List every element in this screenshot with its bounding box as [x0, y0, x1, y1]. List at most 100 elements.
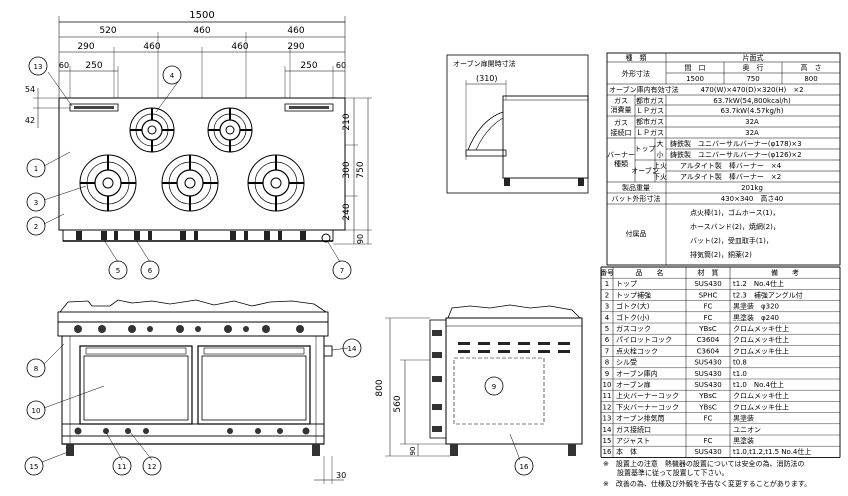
parts-row-no: 9	[605, 370, 609, 378]
dim-240: 240	[342, 203, 352, 220]
parts-row-note: t1.0	[733, 370, 747, 378]
callouts: 13 4 1 3 2 5 6 7 8 14 10 11 12 15 9 16	[24, 56, 534, 476]
callout-15: 15	[24, 456, 44, 476]
parts-row-note: t1.0 No.4仕上	[733, 380, 784, 389]
svg-text:800: 800	[804, 75, 817, 83]
parts-row-no: 3	[605, 303, 609, 311]
parts-row-note: ユニオン	[733, 426, 761, 434]
svg-text:付属品: 付属品	[626, 229, 647, 238]
svg-text:片面式: 片面式	[743, 53, 764, 62]
svg-text:トップ: トップ	[635, 145, 656, 153]
parts-row-note: 黒塗装 φ320	[733, 302, 779, 311]
parts-row-material: SUS430	[694, 280, 721, 288]
callout-1: 1	[26, 158, 46, 178]
parts-row-name: パイロットコック	[616, 336, 672, 344]
parts-row-no: 15	[603, 437, 612, 445]
parts-row-material: FC	[704, 415, 713, 423]
svg-text:15: 15	[30, 463, 39, 471]
callout-10: 10	[26, 400, 46, 420]
parts-row-material: SUS430	[694, 448, 721, 456]
large-burner-center	[161, 154, 219, 212]
dim-750: 750	[356, 161, 366, 178]
svg-text:4: 4	[170, 72, 175, 80]
parts-row-name: ガスコック	[616, 324, 651, 333]
svg-text:63.7kW(54,800kcal/h): 63.7kW(54,800kcal/h)	[713, 97, 791, 105]
small-burner-right	[207, 107, 253, 153]
oven-door-detail: オーブン扉開時寸法 (310)	[446, 54, 589, 194]
callout-7: 7	[332, 260, 352, 280]
dim-54: 54	[25, 85, 35, 94]
callout-9: 9	[484, 376, 504, 396]
parts-row-material: SUS430	[694, 370, 721, 378]
dim-total-width: 1500	[189, 10, 214, 21]
parts-head-note: 備 考	[771, 268, 799, 277]
svg-text:1500: 1500	[686, 75, 704, 83]
svg-text:1: 1	[34, 165, 38, 173]
svg-text:ホースバンド(2)，焼網(2)，: ホースバンド(2)，焼網(2)，	[690, 222, 780, 231]
parts-row-no: 1	[605, 280, 609, 288]
parts-row-name: トップ補強	[616, 290, 651, 299]
dim-560: 560	[393, 395, 403, 412]
dim-290-left: 290	[77, 42, 94, 52]
svg-text:接続口: 接続口	[611, 128, 632, 137]
spec-table: 種 類 片面式 外形寸法 間 口 奥 行 高 さ 1500 750 800 オー…	[606, 52, 841, 266]
callout-12: 12	[142, 456, 162, 476]
svg-text:ガス: ガス	[614, 96, 628, 105]
top-view: 1500 520 460 460 290 460 460 290 60 250 …	[25, 10, 372, 245]
parts-row-no: 7	[605, 347, 609, 355]
svg-text:14: 14	[348, 345, 357, 353]
parts-row-material: C3604	[697, 347, 720, 355]
svg-text:11: 11	[118, 463, 127, 471]
svg-text:小: 小	[657, 150, 664, 159]
dim-290-right: 290	[287, 42, 304, 52]
dim-210: 210	[342, 113, 352, 130]
callout-2: 2	[26, 216, 46, 236]
callout-8: 8	[26, 358, 46, 378]
parts-row-name: 上火バーナーコック	[616, 391, 679, 400]
svg-text:13: 13	[34, 63, 43, 71]
svg-text:8: 8	[34, 365, 38, 373]
parts-row-note: 黒塗装	[733, 414, 754, 423]
svg-text:排気筒(2)，銅薬(2): 排気筒(2)，銅薬(2)	[690, 250, 752, 259]
svg-text:上火: 上火	[653, 161, 667, 170]
parts-row-note: t1.0,t1.2,t1.5 No.4仕上	[733, 447, 811, 456]
large-burner-right	[247, 154, 305, 212]
svg-text:鋳鉄製 ユニバーサルバーナー(φ178)×3: 鋳鉄製 ユニバーサルバーナー(φ178)×3	[670, 139, 802, 148]
parts-row-name: ゴトク(大)	[616, 302, 650, 311]
parts-row-note: クロムメッキ仕上	[733, 391, 789, 400]
svg-text:オーブン: オーブン	[631, 166, 659, 175]
dim-250-right: 250	[300, 61, 317, 71]
svg-text:製品重量: 製品重量	[622, 183, 650, 192]
svg-text:高 さ: 高 さ	[801, 63, 822, 72]
parts-row-material: FC	[704, 437, 713, 445]
svg-text:バット外形寸法: バット外形寸法	[612, 194, 661, 203]
parts-row-name: 本 体	[616, 447, 637, 456]
parts-row-no: 16	[603, 448, 612, 456]
parts-row-material: FC	[704, 314, 713, 322]
svg-text:3: 3	[34, 199, 38, 207]
svg-text:32A: 32A	[745, 118, 759, 126]
parts-row-name: オーブン庫内	[616, 369, 658, 378]
dim-30: 30	[336, 471, 346, 480]
svg-text:ガス: ガス	[614, 118, 628, 127]
note-1: ※ 設置上の注意 熱機器の設置については安全の為、消防法の	[603, 459, 805, 468]
svg-text:都市ガス: 都市ガス	[636, 96, 664, 105]
svg-text:470(W)×470(D)×320(H) ×2: 470(W)×470(D)×320(H) ×2	[700, 86, 803, 94]
parts-row-no: 13	[603, 415, 612, 423]
dim-60-right: 60	[336, 61, 346, 70]
parts-row-note: クロムメッキ仕上	[733, 335, 789, 344]
svg-text:種類: 種類	[614, 159, 628, 168]
dim-90-right: 90	[356, 234, 365, 244]
svg-text:点火棒(1)，ゴムホース(1)，: 点火棒(1)，ゴムホース(1)，	[690, 208, 779, 217]
parts-row-note: 黒塗装 φ240	[733, 313, 779, 322]
parts-row-no: 4	[605, 314, 610, 322]
svg-text:アルタイト製 棒バーナー ×4: アルタイト製 棒バーナー ×4	[680, 161, 782, 170]
parts-row-name: シル受	[616, 358, 637, 367]
dim-460-a: 460	[193, 26, 210, 36]
parts-row-note: t2.3 補強アングル付	[733, 290, 803, 299]
svg-text:間 口: 間 口	[685, 64, 706, 72]
svg-text:6: 6	[148, 267, 153, 275]
dim-520: 520	[99, 26, 116, 36]
